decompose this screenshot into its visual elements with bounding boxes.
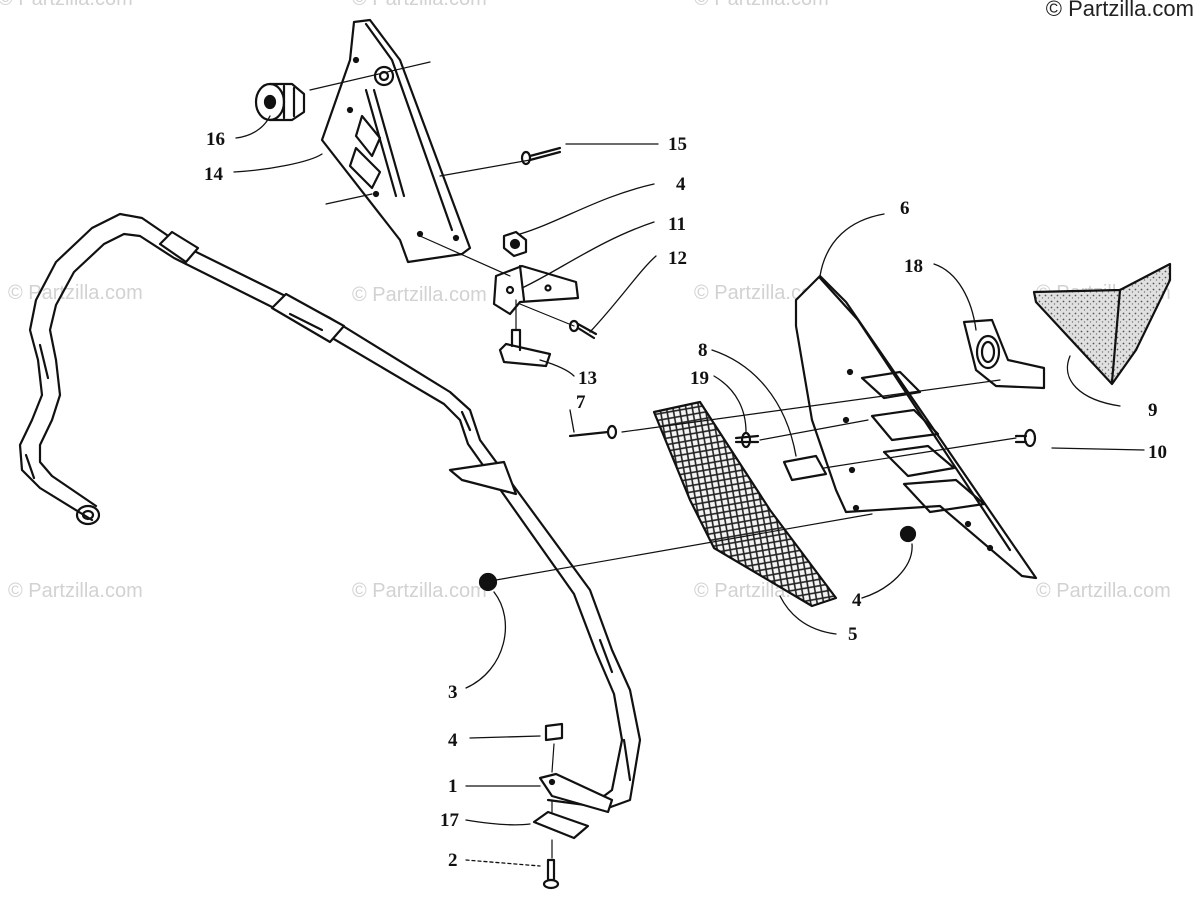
callout-19: 19 (690, 368, 709, 389)
nut-part (502, 230, 528, 258)
plate-bracket (962, 318, 1046, 390)
small-bracket (492, 264, 580, 368)
callout-12: 12 (668, 248, 687, 269)
callout-15: 15 (668, 134, 687, 155)
foot-bracket (538, 772, 614, 814)
upper-bracket (320, 18, 472, 264)
watermark: © Partzilla.com (694, 0, 829, 11)
rivet-part (568, 319, 598, 340)
anti-slip-pad (1032, 262, 1172, 386)
nut-part (478, 572, 498, 592)
callout-11: 11 (668, 214, 686, 235)
watermark: © Partzilla.com (0, 0, 133, 11)
bolt-part (542, 858, 560, 890)
callout-6: 6 (900, 198, 910, 219)
callout-8: 8 (698, 340, 708, 361)
callout-13: 13 (578, 368, 597, 389)
watermark: © Partzilla.com (352, 580, 487, 602)
callout-7: 7 (576, 392, 586, 413)
nut-part (899, 525, 917, 543)
callout-4: 4 (448, 730, 458, 751)
step-plate (794, 274, 1038, 580)
assembly-lines (309, 61, 1017, 859)
small-clip (782, 454, 828, 482)
leader-lines (233, 115, 1145, 867)
callout-14: 14 (204, 164, 224, 185)
copyright-notice: © Partzilla.com (1045, 0, 1194, 21)
callout-labels: 16 14 15 4 11 12 13 6 18 9 8 19 7 10 4 5… (204, 129, 1167, 871)
callout-18: 18 (904, 256, 923, 277)
watermark: © Partzilla.com (352, 284, 487, 306)
rivet-part (568, 424, 618, 440)
callout-16: 16 (206, 129, 225, 150)
callout-17: 17 (440, 810, 460, 831)
callout-10: 10 (1148, 442, 1167, 463)
watermark: © Partzilla.com (1036, 580, 1171, 602)
callout-4: 4 (852, 590, 862, 611)
callout-1: 1 (448, 776, 458, 797)
watermark: © Partzilla.com (694, 282, 829, 304)
rivet-part (734, 431, 760, 449)
watermark: © Partzilla.com (352, 0, 487, 11)
callout-4: 4 (676, 174, 686, 195)
bumper-frame (18, 212, 642, 810)
watermark: © Partzilla.com (8, 580, 143, 602)
rivet-part (520, 146, 562, 166)
callout-9: 9 (1148, 400, 1158, 421)
callout-5: 5 (848, 624, 858, 645)
bushing-part (254, 82, 306, 122)
callout-2: 2 (448, 850, 458, 871)
bolt-part (1014, 428, 1037, 448)
backing-plate (532, 810, 590, 840)
callout-3: 3 (448, 682, 458, 703)
nut-part (544, 722, 564, 742)
